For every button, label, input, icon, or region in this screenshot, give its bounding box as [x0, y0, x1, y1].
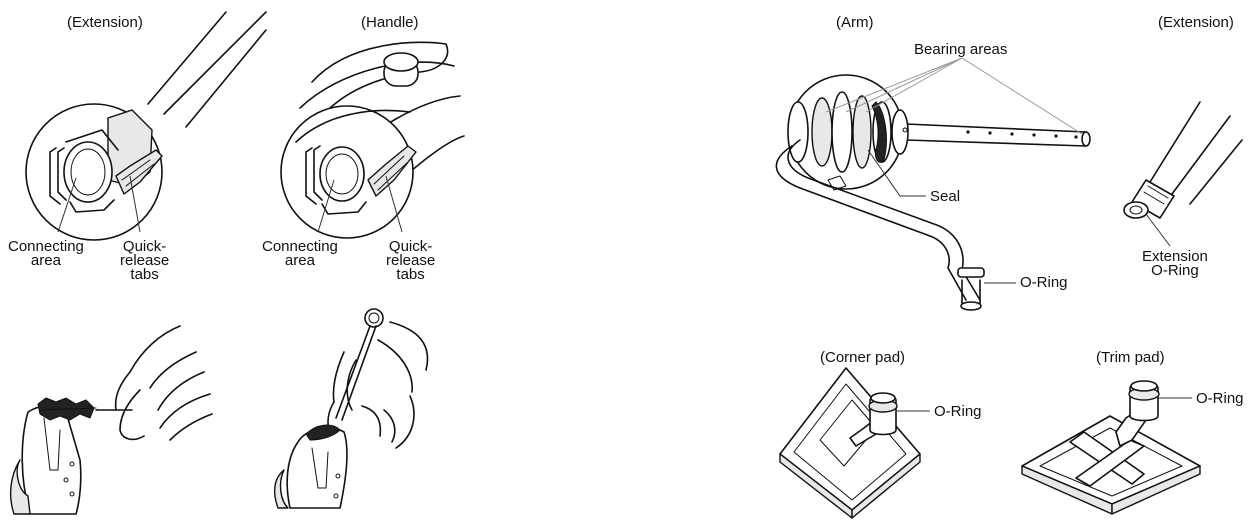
seal-label: Seal	[930, 189, 960, 204]
handle-header: (Handle)	[361, 15, 419, 30]
quick-release-tabs-label-extension: Quick- release tabs	[120, 240, 169, 282]
arm-header: (Arm)	[836, 15, 874, 30]
extension-right-header: (Extension)	[1158, 15, 1234, 30]
o-ring-label-trim-pad: O-Ring	[1196, 391, 1244, 406]
extension-right-drawing	[1124, 102, 1242, 246]
extension-closeup-drawing	[26, 12, 266, 240]
handle-closeup-drawing	[281, 42, 464, 238]
trim-pad-header: (Trim pad)	[1096, 350, 1165, 365]
connecting-area-label-extension: Connecting area	[8, 240, 84, 268]
o-ring-label-corner-pad: O-Ring	[934, 404, 982, 419]
corner-pad-header: (Corner pad)	[820, 350, 905, 365]
arm-drawing	[776, 58, 1090, 310]
bearing-areas-label: Bearing areas	[914, 42, 1007, 57]
connecting-area-label-handle: Connecting area	[262, 240, 338, 268]
corner-pad-drawing	[780, 368, 930, 518]
hand-cleaning-extension-drawing	[11, 326, 212, 514]
quick-release-tabs-label-handle: Quick- release tabs	[386, 240, 435, 282]
extension-o-ring-label: Extension O-Ring	[1142, 250, 1208, 278]
trim-pad-drawing	[1022, 381, 1200, 514]
extension-header: (Extension)	[67, 15, 143, 30]
o-ring-label-arm: O-Ring	[1020, 275, 1068, 290]
hand-cleaning-handle-drawing	[275, 309, 428, 508]
